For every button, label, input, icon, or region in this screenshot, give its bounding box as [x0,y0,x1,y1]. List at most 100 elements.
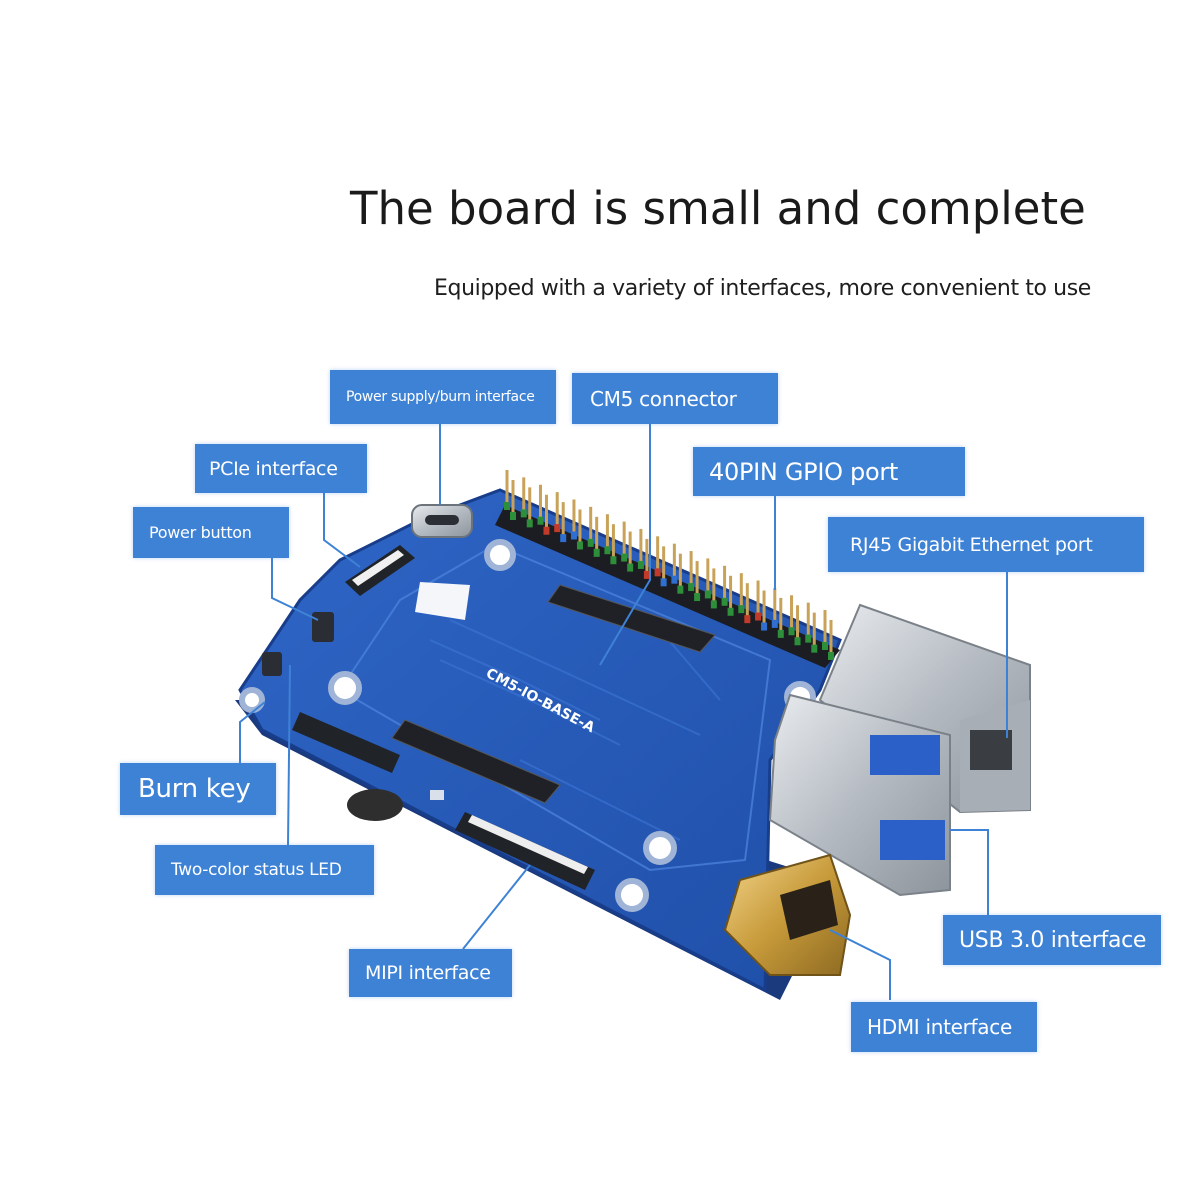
gpio-pin-base [526,519,533,528]
gpio-pin-base [543,526,550,535]
gpio-pin [555,492,559,529]
gpio-pin [645,538,649,575]
gpio-pin-base [654,568,661,577]
cm5-connector-top [547,584,716,653]
gpio-pin [561,502,565,539]
callout-hdmi: HDMI interface [851,1002,1037,1052]
leader-lines [239,424,1008,1000]
gpio-pin-base [755,612,762,621]
gpio-pin-base [677,585,684,594]
gpio-pin-base [788,627,795,636]
gpio-pin [528,487,532,524]
gpio-pin-base [727,607,734,616]
gpio-pin [611,524,615,561]
power-button-component [312,612,334,642]
gpio-pin-base [637,560,644,569]
gpio-pin-base [688,583,695,592]
callout-cm5-connector: CM5 connector [572,373,778,424]
gpio-pin-base [576,541,583,550]
callout-gpio: 40PIN GPIO port [693,447,965,496]
gpio-pin-base [704,590,711,599]
gpio-pin [572,499,576,536]
burn-key-component [262,652,282,676]
gpio-pin-base [794,637,801,646]
gpio-pin-base [694,593,701,602]
gpio-pin-base [643,570,650,579]
gpio-pin-base [587,538,594,547]
gpio-pin-base [761,622,768,631]
gpio-header [495,470,840,668]
callout-usb3: USB 3.0 interface [943,915,1161,965]
gpio-pin [796,605,800,642]
gpio-pin-base [805,634,812,643]
gpio-pin-base [520,509,527,518]
gpio-pin-base [744,615,751,624]
gpio-pin-base [671,575,678,584]
gpio-pin-base [627,563,634,572]
gpio-pin [706,558,710,595]
gpio-pin-base [771,619,778,628]
gpio-pin-base [554,524,561,533]
gpio-pin-base [811,644,818,653]
gpio-pin [589,506,593,543]
gpio-pin-base [828,652,834,660]
gpio-pin [695,561,699,598]
gpio-pin-base [510,512,516,520]
cm5-area-outline [338,543,772,872]
gpio-pin-base [610,556,617,565]
gpio-pin [605,514,609,551]
gpio-pin [522,477,526,514]
gpio-pin [723,565,727,602]
gpio-pin-base [593,548,600,557]
gpio-pin [739,573,743,610]
gpio-pin [544,494,548,531]
gpio-pin [729,575,733,612]
gpio-pin [773,587,777,624]
gpio-pin [756,580,760,617]
callout-power-button: Power button [133,507,289,558]
gpio-pin-base [660,578,667,587]
callout-power-supply: Power supply/burn interface [330,370,556,424]
gpio-pin [672,543,676,580]
callout-status-led: Two-color status LED [155,845,374,895]
gpio-pin-base [777,629,784,638]
gpio-pin-base [710,600,717,609]
gpio-pin-base [604,546,611,555]
rj45-jack [818,603,1031,814]
gpio-pin [511,480,515,516]
gpio-pin-base [721,597,728,606]
gpio-pin-base [738,605,745,614]
gpio-pin-base [560,534,567,543]
callout-pcie: PCIe interface [195,444,367,493]
gpio-pin [622,521,626,558]
gpio-pin [745,583,749,620]
gpio-pin [628,531,632,568]
gpio-pin-base [570,531,577,540]
cm5-connector-bottom [391,719,561,804]
gpio-pin-base [822,642,828,650]
gpio-pin-base [537,516,544,525]
usb3-stack [768,693,951,897]
gpio-pin-base [504,502,510,510]
gpio-pin [823,610,827,646]
left-fpc-connector [292,712,400,773]
callout-mipi: MIPI interface [349,949,512,997]
callout-rj45: RJ45 Gigabit Ethernet port [828,517,1144,572]
buzzer [347,789,403,821]
white-silk-area [415,582,470,620]
gpio-pin [678,553,682,590]
hdmi-connector [723,853,852,976]
gpio-pin [656,536,660,573]
gpio-pin [712,568,716,605]
gpio-pin [806,602,810,639]
gpio-pin [595,516,599,553]
mounting-holes [239,539,816,912]
page-title: The board is small and complete [350,182,1086,235]
gpio-pin [538,484,542,521]
gpio-pin [829,620,833,656]
gpio-pin [639,528,643,565]
gpio-pin [790,595,794,632]
status-led-component [430,790,444,800]
